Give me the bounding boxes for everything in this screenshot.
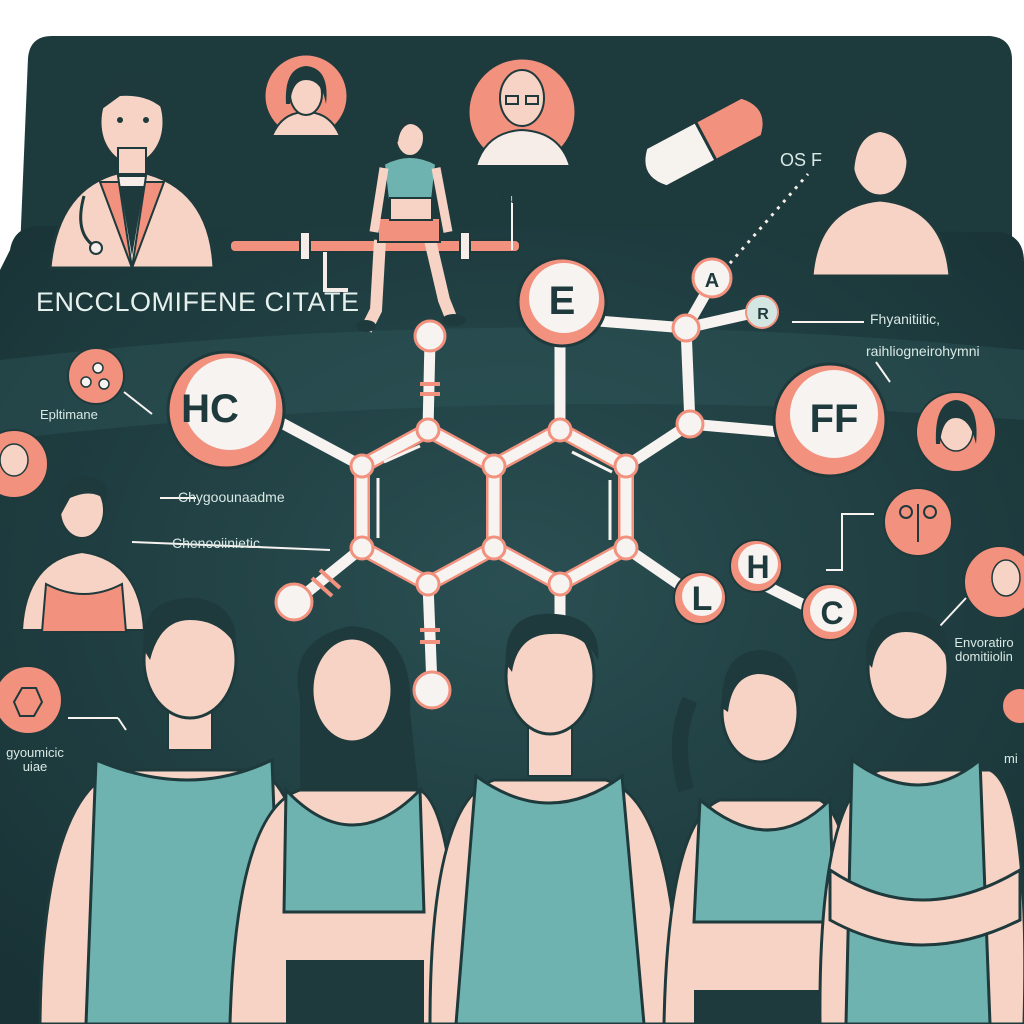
label-top-right-line2: elluorato bbox=[492, 190, 546, 207]
left-bottom-icon bbox=[0, 665, 63, 735]
atom-hc: HC bbox=[166, 350, 286, 470]
label-left-mid-1: Chygoounaadme bbox=[178, 489, 285, 505]
label-right-top-1: Fhyanitiitic, bbox=[870, 311, 941, 327]
label-right-bottom-line2: domitiiolin bbox=[955, 649, 1013, 665]
label-left-bottom: gyoumicic uiae bbox=[0, 745, 70, 775]
label-left-bottom-line2: uiae bbox=[22, 759, 48, 775]
athlete-man-arms-crossed bbox=[818, 611, 1024, 1024]
atom-hc-label: HC bbox=[181, 387, 239, 431]
doctor-figure bbox=[48, 71, 216, 271]
portrait-woman-top bbox=[262, 52, 350, 140]
atom-c-label: C bbox=[820, 595, 843, 631]
osf-label: OS F bbox=[780, 150, 822, 170]
woman-salmon-top bbox=[20, 476, 146, 633]
atom-l-label: L bbox=[692, 580, 713, 618]
molecule-joints bbox=[274, 313, 705, 710]
athlete-woman-long-hair bbox=[228, 626, 462, 1024]
right-edge-circle bbox=[1001, 687, 1024, 725]
molecule-inner-bonds bbox=[376, 444, 613, 540]
right-portrait-woman bbox=[915, 391, 997, 473]
label-top-right: Egronnififte elluorato bbox=[472, 175, 566, 207]
label-right-top-2: raihliogneirohymni bbox=[866, 344, 980, 359]
atom-a: A bbox=[691, 257, 733, 299]
atom-h: H bbox=[729, 539, 783, 593]
page-title: ENCCLOMIFENE CITATE bbox=[36, 287, 360, 317]
label-right-bottom-line1: Envoratiro bbox=[954, 636, 1014, 650]
label-top-left: ingraonin profiletone bbox=[268, 157, 354, 189]
molecule-salmon-ticks bbox=[310, 382, 440, 644]
number-badge: 13 bbox=[940, 107, 962, 129]
atom-ff: FF bbox=[772, 362, 888, 478]
label-right-bottom: Envoratiro domitiiolin bbox=[944, 636, 1024, 665]
left-edge-portrait bbox=[0, 429, 49, 499]
label-left-small: Epltimane bbox=[40, 407, 98, 422]
atom-ff-label: FF bbox=[810, 397, 859, 441]
woman-bob-haircut bbox=[810, 110, 952, 278]
atom-r-label: R bbox=[757, 306, 769, 323]
athlete-woman-ponytail bbox=[662, 650, 864, 1024]
pill-capsule bbox=[642, 95, 766, 189]
portrait-older-man bbox=[466, 56, 578, 168]
label-top-right-line1: Egronnififte bbox=[483, 175, 555, 191]
label-top-left-line1: ingraonin bbox=[282, 157, 340, 173]
atom-h-label: H bbox=[746, 549, 769, 585]
atom-c: C bbox=[801, 583, 859, 641]
label-right-edge: mi bbox=[1004, 751, 1018, 766]
left-icon-circle bbox=[67, 347, 125, 405]
right-edge-portrait bbox=[963, 545, 1024, 619]
woman-on-bench bbox=[229, 115, 521, 333]
atom-e: E bbox=[516, 256, 608, 348]
dotted-connector bbox=[722, 173, 810, 271]
athlete-man-center bbox=[428, 613, 682, 1024]
atom-r: R bbox=[745, 295, 779, 329]
label-left-mid-2: Chenooiinietic bbox=[172, 535, 260, 551]
label-top-left-line2: profiletone bbox=[278, 172, 344, 189]
atom-l: L bbox=[673, 571, 727, 625]
atom-a-label: A bbox=[705, 270, 719, 292]
atom-e-label: E bbox=[549, 279, 576, 323]
right-icon-circle bbox=[883, 487, 953, 557]
label-left-bottom-line1: gyoumicic bbox=[6, 745, 64, 760]
